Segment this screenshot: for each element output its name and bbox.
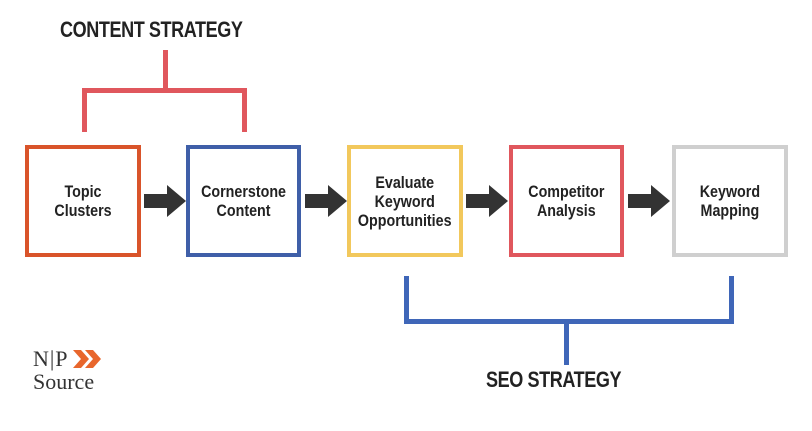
step-keyword-mapping: Keyword Mapping bbox=[672, 145, 788, 257]
seo-strategy-bracket-stem bbox=[564, 319, 569, 365]
step-competitor-analysis: Competitor Analysis bbox=[509, 145, 624, 257]
np-source-logo: N|P Source bbox=[33, 346, 113, 396]
content-strategy-bracket-stem bbox=[163, 50, 168, 90]
logo-text-source: Source bbox=[33, 369, 95, 394]
step-evaluate-keyword-opportunities: Evaluate Keyword Opportunities bbox=[347, 145, 463, 257]
seo-strategy-bracket-bar bbox=[404, 319, 734, 324]
step-label: Evaluate Keyword Opportunities bbox=[358, 172, 452, 230]
content-strategy-bracket-left-leg bbox=[82, 88, 87, 132]
content-strategy-bracket-right-leg bbox=[242, 88, 247, 132]
arrow-right-icon bbox=[144, 185, 186, 217]
step-cornerstone-content: Cornerstone Content bbox=[186, 145, 301, 257]
double-chevron-icon bbox=[73, 350, 101, 368]
seo-strategy-bracket-left-leg bbox=[404, 276, 409, 324]
step-label: Topic Clusters bbox=[54, 182, 112, 220]
arrow-right-icon bbox=[466, 185, 508, 217]
seo-strategy-bracket-right-leg bbox=[729, 276, 734, 324]
content-strategy-bracket-bar bbox=[82, 88, 247, 93]
step-topic-clusters: Topic Clusters bbox=[25, 145, 141, 257]
arrow-right-icon bbox=[628, 185, 670, 217]
arrow-right-icon bbox=[305, 185, 347, 217]
content-strategy-title: CONTENT STRATEGY bbox=[60, 17, 243, 42]
step-label: Keyword Mapping bbox=[699, 182, 761, 220]
step-label: Cornerstone Content bbox=[201, 182, 286, 220]
step-label: Competitor Analysis bbox=[528, 182, 605, 220]
seo-strategy-title: SEO STRATEGY bbox=[486, 367, 622, 392]
logo-text-np: N|P bbox=[33, 346, 69, 371]
